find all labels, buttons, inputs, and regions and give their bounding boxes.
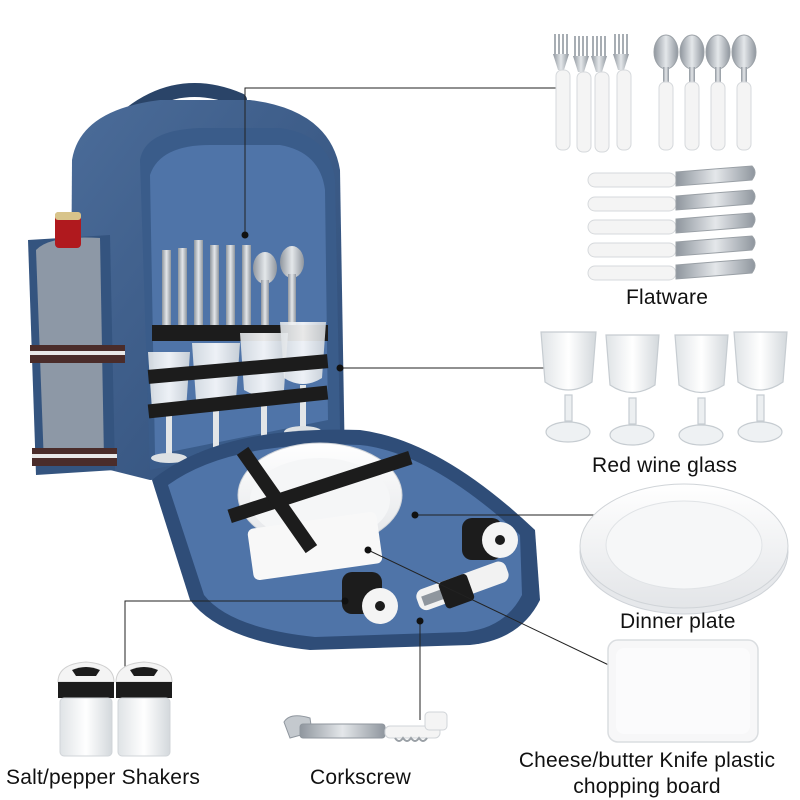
shaker-icon — [57, 661, 115, 757]
wine-glasses — [540, 331, 788, 446]
label-corkscrew: Corkscrew — [310, 766, 411, 789]
label-cheese-board: Cheese/butter Knife plastic chopping boa… — [498, 748, 796, 800]
fork-icon — [613, 34, 632, 151]
plate-icon — [579, 483, 789, 615]
knife-icon — [587, 258, 756, 281]
fork-icon — [573, 36, 592, 153]
shakers — [57, 661, 173, 757]
label-red-wine-glass: Red wine glass — [592, 454, 738, 477]
knife-icon — [587, 189, 756, 212]
shaker-icon — [115, 661, 173, 757]
wine-glass-icon — [540, 331, 597, 443]
label-cheese-board-line1: Cheese/butter Knife plastic — [518, 749, 776, 772]
label-cheese-board-line2: chopping board — [573, 775, 721, 798]
forks — [553, 34, 632, 153]
knife-icon — [587, 212, 756, 235]
callout-lines — [124, 87, 668, 720]
picnic-backpack — [28, 83, 540, 650]
spoon-icon — [731, 34, 757, 151]
spoon-icon — [705, 34, 731, 151]
wine-glass-icon — [605, 334, 660, 446]
knife-icon — [587, 235, 756, 258]
knife-icon — [587, 165, 756, 188]
board-icon — [607, 639, 759, 743]
wine-glass-icon — [674, 334, 729, 446]
label-flatware: Flatware — [626, 286, 709, 309]
fork-icon — [553, 34, 571, 151]
wine-glass-icon — [733, 331, 788, 443]
label-salt-pepper-shakers: Salt/pepper Shakers — [6, 766, 201, 789]
spoons — [653, 34, 757, 151]
corkscrew-icon — [283, 711, 448, 742]
label-dinner-plate: Dinner plate — [620, 610, 736, 633]
knives — [587, 165, 756, 281]
fork-icon — [591, 36, 610, 153]
spoon-icon — [653, 34, 679, 151]
spoon-icon — [679, 34, 705, 151]
